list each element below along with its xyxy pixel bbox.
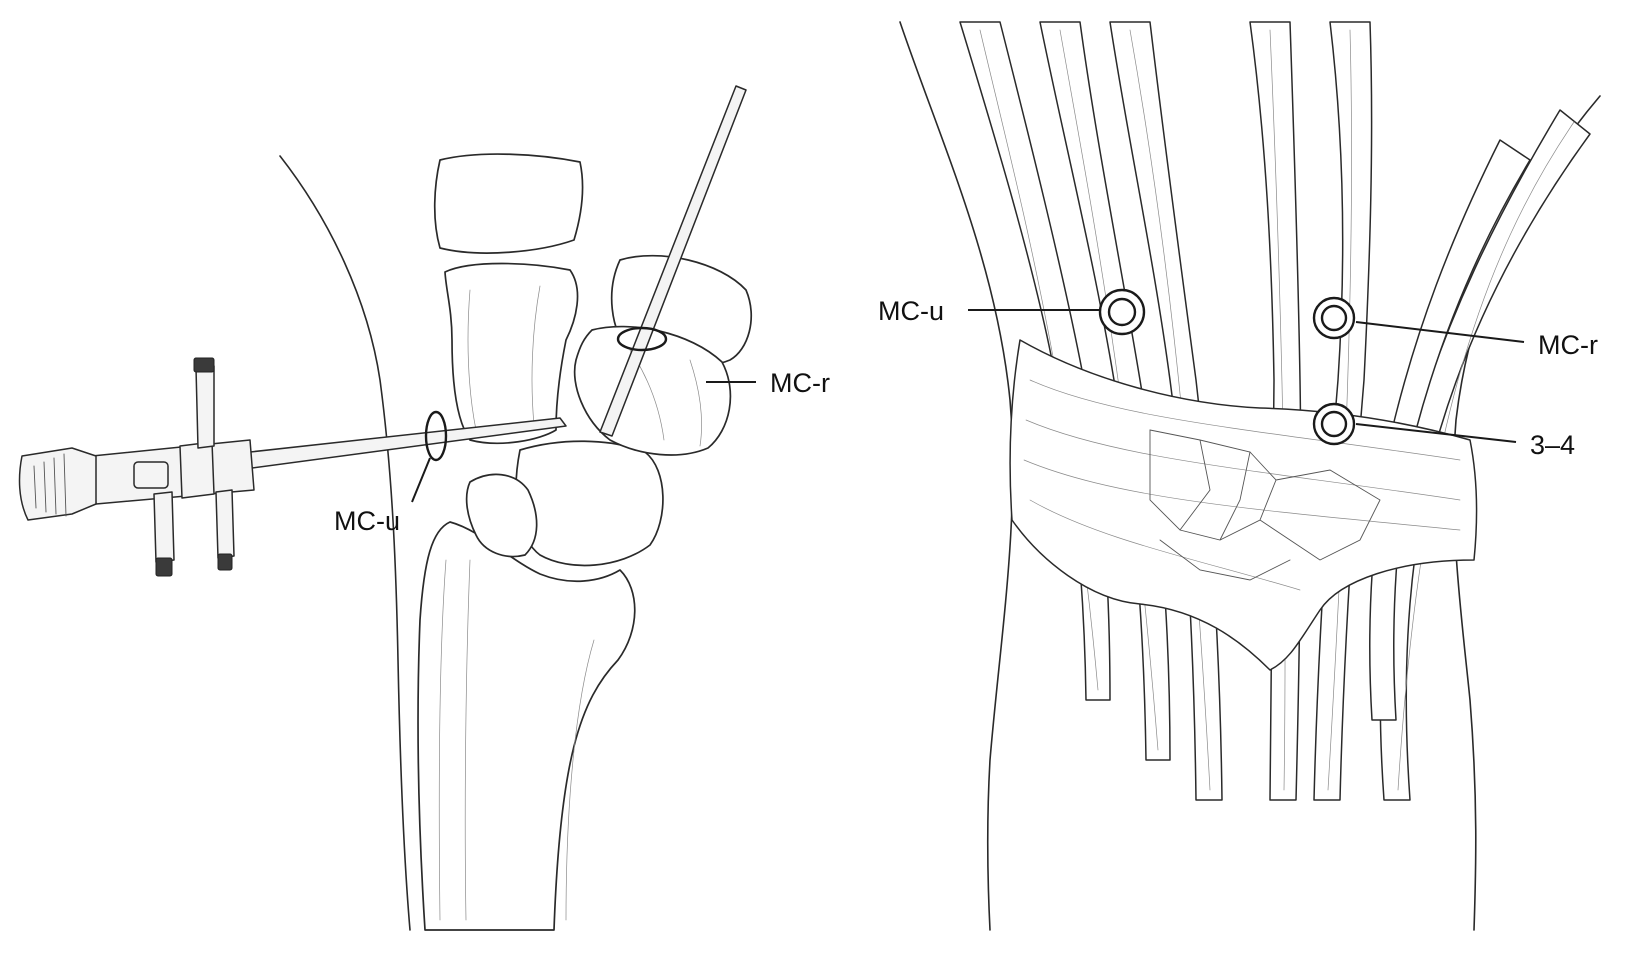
right-panel-dorsal-view: MC-u MC-r 3–4 (878, 21, 1601, 931)
mc-r-leader-right (1355, 321, 1525, 343)
mc-u-label-right: MC-u (878, 296, 944, 326)
mc-r-portal-ring-left (616, 326, 668, 352)
portal-34-right (1312, 402, 1356, 446)
mc-u-label-left: MC-u (334, 506, 400, 536)
lunate-bone (515, 440, 664, 567)
eyepiece-ribs (33, 453, 67, 517)
mc-u-portal-ring-left (424, 410, 448, 462)
mc-r-portal-right (1312, 296, 1356, 340)
scope-window (133, 461, 169, 489)
scope-collar (179, 441, 215, 499)
port-bottom-left-cap (155, 557, 173, 577)
triquetrum-bone (465, 473, 538, 558)
retinaculum-fiber-lines (1023, 379, 1461, 591)
inflow-port-top (195, 365, 215, 449)
tendon-1 (959, 21, 1111, 701)
tendon-2 (1039, 21, 1171, 761)
left-panel-lateral-view: MC-r MC-u (18, 85, 830, 931)
inflow-port-bottom-right (215, 489, 235, 559)
capitate-shading (467, 285, 541, 431)
metacarpal-base-bone (433, 153, 584, 254)
carpal-bone-outlines (1149, 429, 1381, 581)
portal-34-label-right: 3–4 (1530, 430, 1575, 460)
inflow-port-bottom-left (153, 491, 175, 563)
port-bottom-right-cap (217, 553, 233, 571)
mc-u-portal-right (1098, 288, 1146, 336)
inflow-port-top-cap (193, 357, 215, 373)
scope-eyepiece (18, 447, 97, 521)
forearm-outline-left (899, 21, 1014, 931)
mc-u-leader-left (411, 457, 431, 503)
probe-shaft (599, 85, 747, 437)
extensor-retinaculum (1009, 339, 1478, 671)
radius-shading (438, 559, 595, 921)
skin-outline (279, 155, 411, 931)
arthroscope (18, 357, 567, 577)
probe-needle (599, 85, 747, 437)
capitate-bone (444, 262, 579, 445)
radius-bone (417, 521, 636, 931)
mc-r-label-right: MC-r (1538, 330, 1598, 360)
portal-34-leader-right (1355, 423, 1517, 443)
mc-r-label-left: MC-r (770, 368, 830, 398)
